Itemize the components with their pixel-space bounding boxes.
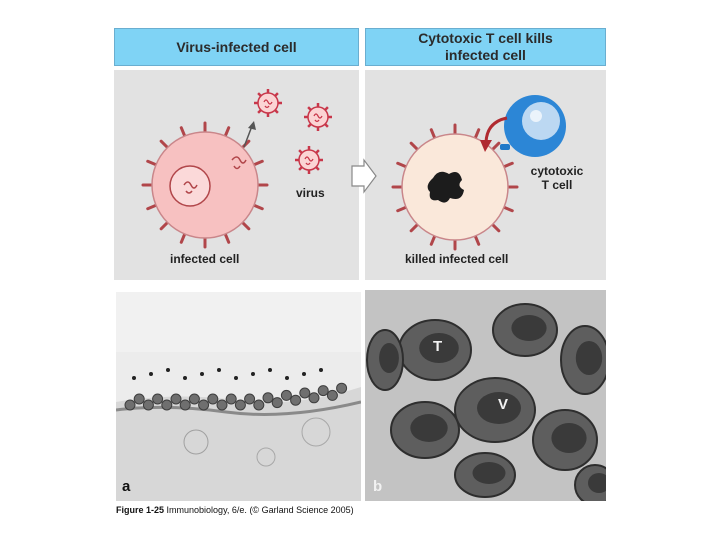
caption-credit: (© Garland Science 2005): [249, 505, 354, 515]
killed-infected-cell-label: killed infected cell: [405, 252, 509, 266]
infected-cell: [141, 121, 269, 249]
caption-figure-number: Figure 1-25: [116, 505, 165, 515]
virus-icon: [304, 103, 332, 131]
figure-caption: Figure 1-25 Immunobiology, 6/e. (© Garla…: [116, 505, 354, 515]
virus-icon: [295, 146, 323, 174]
kill-arrow: [484, 116, 508, 143]
cytotoxic-t-cell: [500, 95, 566, 157]
micrograph-t-label: T: [433, 338, 443, 355]
micrograph-b-image: [365, 290, 606, 501]
transition-arrow-icon: [351, 158, 377, 194]
cytotoxic-t-cell-label: cytotoxic T cell: [526, 164, 588, 192]
virus-label: virus: [296, 186, 325, 200]
micrograph-b: b T V: [365, 290, 606, 501]
cell-nucleus: [169, 165, 211, 207]
left-panel-header: Virus-infected cell: [114, 28, 359, 66]
killed-infected-cell: [391, 123, 519, 251]
right-panel-title-line1: Cytotoxic T cell kills: [418, 30, 553, 46]
cytotoxic-label-line2: T cell: [541, 178, 573, 192]
micrograph-a-image: [116, 292, 361, 501]
virus-icon: [254, 89, 282, 117]
right-panel-header: Cytotoxic T cell kills infected cell: [365, 28, 606, 66]
infected-cell-label: infected cell: [170, 252, 240, 266]
micrograph-a: a: [116, 292, 361, 501]
caption-book: Immunobiology, 6/e.: [166, 505, 247, 515]
micrograph-v-label: V: [498, 396, 509, 413]
left-panel-title: Virus-infected cell: [176, 38, 297, 55]
micrograph-a-label: a: [122, 478, 131, 495]
micrograph-b-label: b: [373, 478, 383, 495]
right-panel-title-line2: infected cell: [445, 47, 526, 63]
fragmented-nucleus: [427, 171, 464, 203]
cytotoxic-label-line1: cytotoxic: [530, 164, 584, 178]
release-arrow: [243, 125, 253, 148]
virus-particles: [254, 89, 332, 174]
diagram-drawing: [141, 89, 566, 251]
